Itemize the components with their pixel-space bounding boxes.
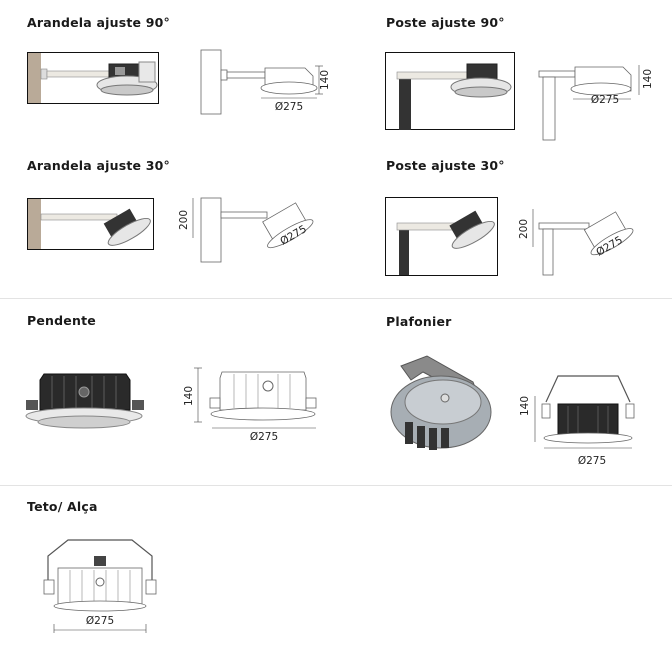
section-title-plafonier: Plafonier xyxy=(386,314,452,329)
arandela-30-height-label: 200 xyxy=(178,210,190,230)
section-title-teto-alca: Teto/ Alça xyxy=(27,499,98,514)
plafonier-diameter-label: Ø275 xyxy=(578,455,606,467)
arandela-30-photo xyxy=(27,198,154,250)
teto-alca-diameter-label: Ø275 xyxy=(86,615,114,627)
pendente-diameter-label: Ø275 xyxy=(250,431,278,443)
poste-90-technical-drawing: 140 Ø275 xyxy=(538,65,654,141)
section-title-pendente: Pendente xyxy=(27,313,96,328)
arandela-30-technical-drawing: 200 Ø275 xyxy=(178,197,314,263)
section-title-poste-30: Poste ajuste 30° xyxy=(386,158,505,173)
arandela-90-diameter-label: Ø275 xyxy=(275,101,303,113)
section-divider-bottom xyxy=(0,485,672,486)
arandela-90-height-label: 140 xyxy=(319,70,331,90)
pendente-photo xyxy=(25,373,144,429)
arandela-90-photo xyxy=(27,52,159,104)
poste-90-photo xyxy=(385,52,515,130)
plafonier-height-label: 140 xyxy=(519,396,531,416)
teto-alca-technical-drawing: Ø275 xyxy=(43,539,157,633)
arandela-90-technical-drawing: 140 Ø275 xyxy=(200,49,331,115)
section-title-arandela-30: Arandela ajuste 30° xyxy=(27,158,170,173)
poste-30-technical-drawing: 200 Ø275 xyxy=(518,209,634,276)
poste-90-height-label: 140 xyxy=(642,69,654,89)
plafonier-technical-drawing: 140 Ø275 xyxy=(519,375,635,467)
section-title-poste-90: Poste ajuste 90° xyxy=(386,15,505,30)
section-divider-top xyxy=(0,298,672,299)
poste-30-photo xyxy=(385,197,498,276)
poste-30-height-label: 200 xyxy=(518,219,530,239)
plafonier-photo xyxy=(390,355,492,450)
pendente-height-label: 140 xyxy=(183,386,195,406)
poste-90-diameter-label: Ø275 xyxy=(591,94,619,106)
pendente-technical-drawing: 140 Ø275 xyxy=(183,367,317,443)
section-title-arandela-90: Arandela ajuste 90° xyxy=(27,15,170,30)
